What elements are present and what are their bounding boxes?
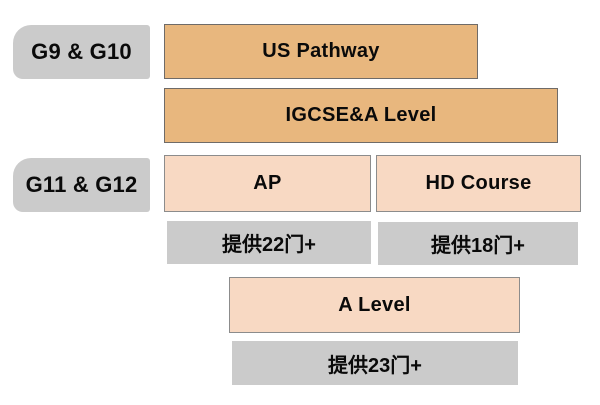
course-count-a-level: 提供23门+ [232, 341, 518, 385]
course-bar-a-level: A Level [229, 277, 520, 333]
grade-label-g9-g10: G9 & G10 [13, 25, 150, 79]
grade-label-g11-g12: G11 & G12 [13, 158, 150, 212]
course-bar-us-pathway: US Pathway [164, 24, 478, 79]
course-count-ap: 提供22门+ [167, 221, 371, 264]
course-bar-igcse-a-level: IGCSE&A Level [164, 88, 558, 143]
course-bar-ap: AP [164, 155, 371, 212]
course-bar-hd-course: HD Course [376, 155, 581, 212]
course-count-hd-course: 提供18门+ [378, 222, 578, 265]
